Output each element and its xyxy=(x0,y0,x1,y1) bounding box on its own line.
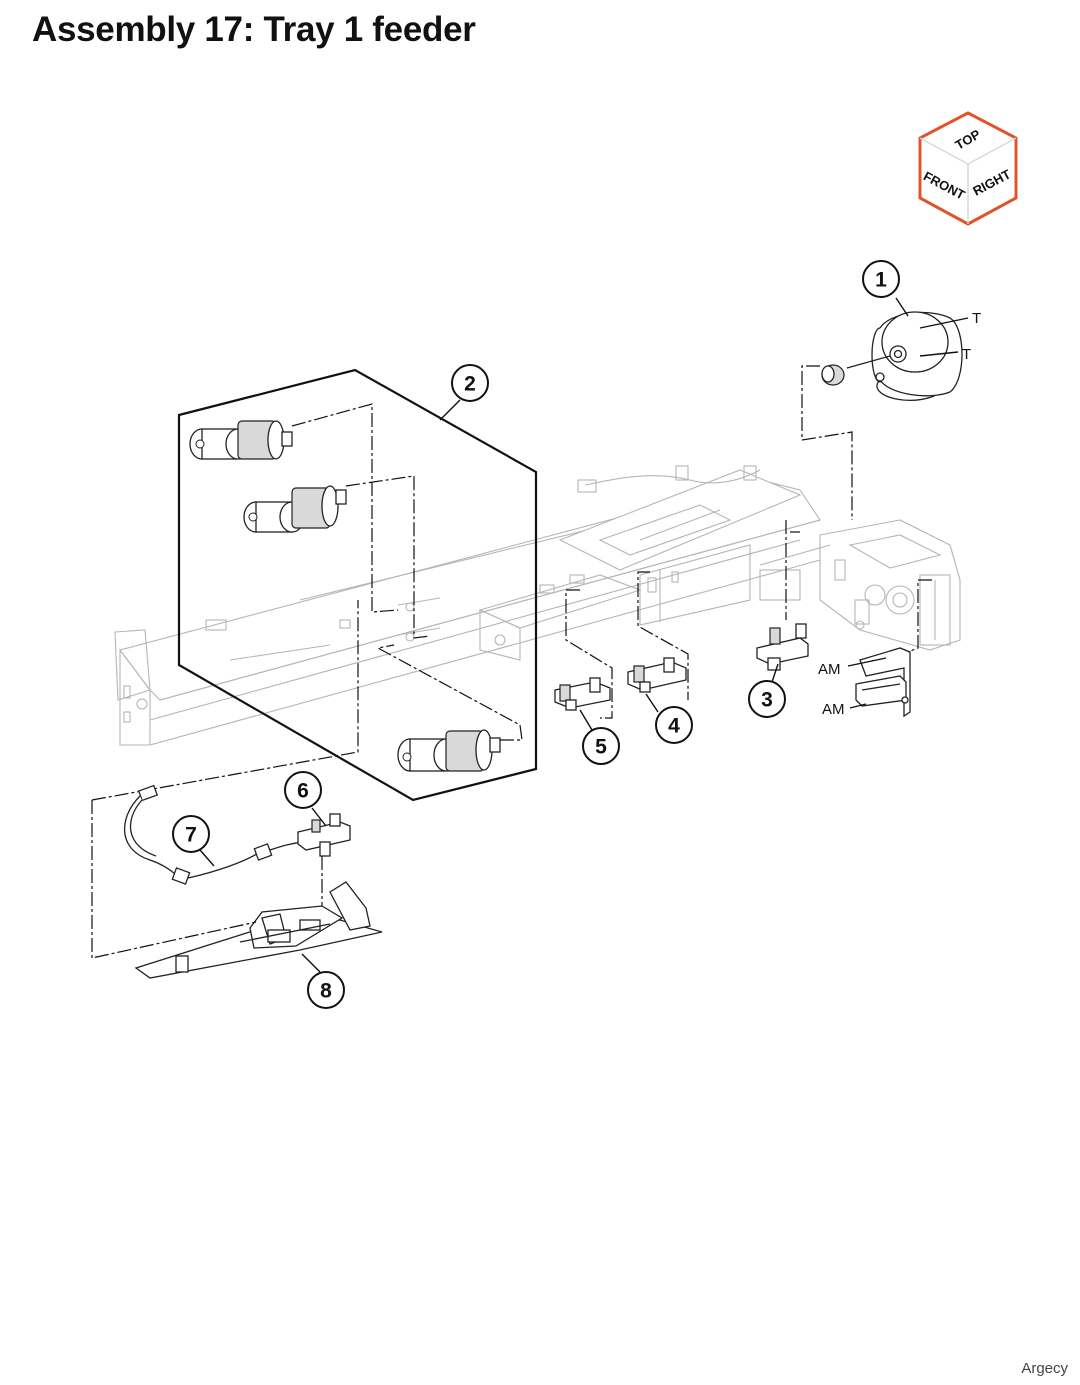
page-title: Assembly 17: Tray 1 feeder xyxy=(32,10,476,49)
pick-roller-b xyxy=(243,485,347,533)
brand-watermark: Argecy xyxy=(1021,1360,1068,1377)
callout-4: 4 xyxy=(655,706,693,744)
pick-roller-a xyxy=(189,420,293,460)
callout-5: 5 xyxy=(582,727,620,765)
callout-3-label: 3 xyxy=(761,689,773,712)
bracket-tag-bottom: AM xyxy=(822,701,845,718)
callout-1-label: 1 xyxy=(875,269,887,292)
callout-8: 8 xyxy=(307,971,345,1009)
sensor-6-part xyxy=(297,813,351,857)
callout-5-label: 5 xyxy=(595,736,607,759)
tray-feeder-frame xyxy=(114,465,961,746)
am-bracket-part xyxy=(855,647,911,718)
sensor-4-part xyxy=(627,657,687,693)
callout-8-label: 8 xyxy=(320,980,332,1003)
callout-6-label: 6 xyxy=(297,780,309,803)
pick-roller-kit-outline xyxy=(177,368,538,802)
sensor-3-part xyxy=(756,623,809,671)
callout-2-label: 2 xyxy=(464,373,476,396)
wire-harness-part xyxy=(124,784,305,885)
sensor-5-part xyxy=(554,677,611,711)
orientation-cube-icon: TOP FRONT RIGHT xyxy=(918,111,1018,226)
motor-tag-top: T xyxy=(972,310,981,327)
callout-3: 3 xyxy=(748,680,786,718)
bracket-tag-top: AM xyxy=(818,661,841,678)
motor-part: T T xyxy=(821,310,981,401)
callout-1: 1 xyxy=(862,260,900,298)
callout-6: 6 xyxy=(284,771,322,809)
pick-roller-c xyxy=(397,729,501,772)
callout-7-label: 7 xyxy=(185,824,197,847)
mounting-plate-part xyxy=(134,881,383,979)
callout-2: 2 xyxy=(451,364,489,402)
motor-tag-bottom: T xyxy=(962,346,971,363)
callout-4-label: 4 xyxy=(668,715,680,738)
callout-7: 7 xyxy=(172,815,210,853)
